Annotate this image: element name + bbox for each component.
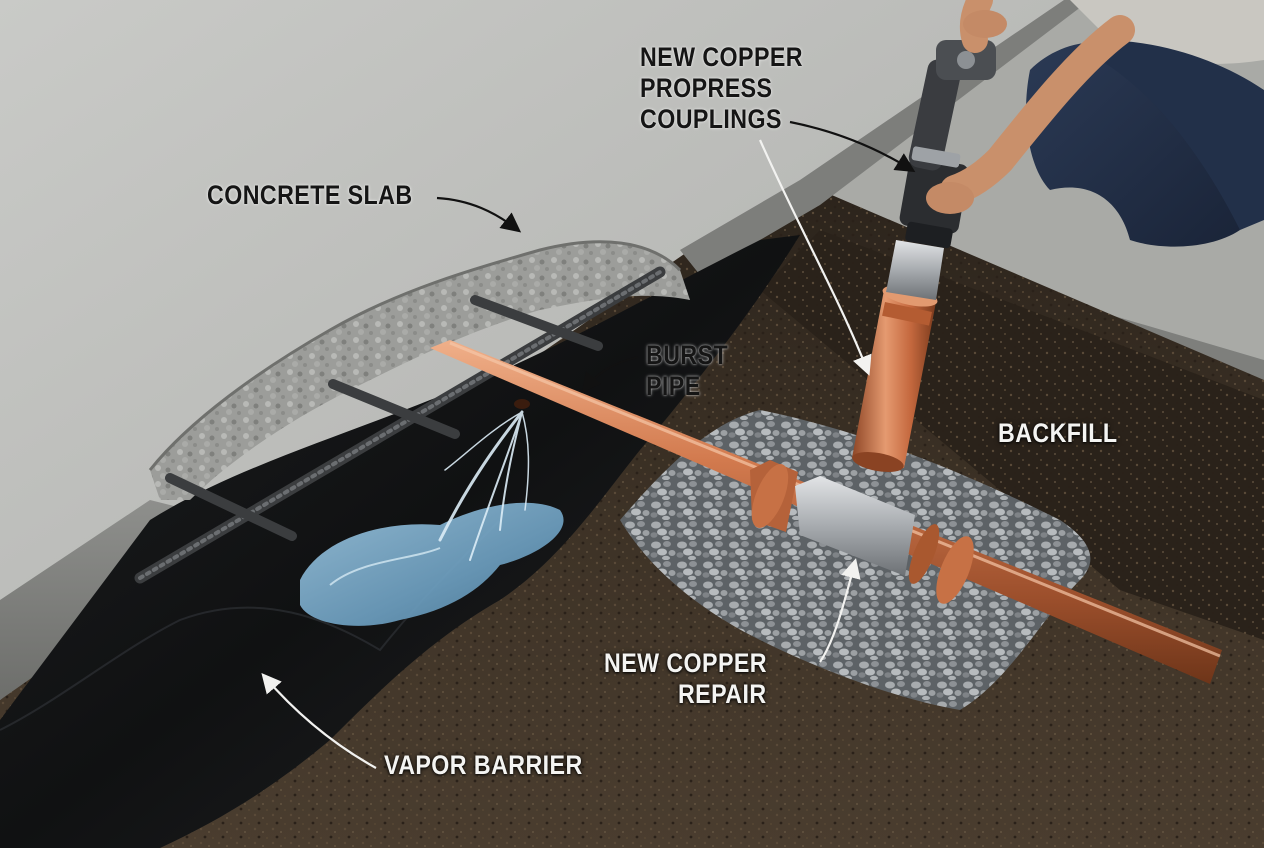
callout-leaders bbox=[261, 120, 916, 769]
label-new-repair: NEW COPPER REPAIR bbox=[604, 648, 767, 710]
repair-text-line1: NEW COPPER bbox=[604, 648, 767, 678]
repair-section bbox=[795, 476, 915, 576]
worker-icon bbox=[926, 0, 1264, 247]
concrete-slab-text: CONCRETE SLAB bbox=[207, 180, 413, 210]
couplings-text-line1: NEW COPPER bbox=[640, 42, 803, 72]
rebar-grid bbox=[134, 266, 666, 584]
burst-pipe-text-line2: PIPE bbox=[646, 371, 701, 401]
label-vapor-barrier: VAPOR BARRIER bbox=[384, 750, 583, 781]
backfill-text: BACKFILL bbox=[998, 418, 1118, 448]
label-new-couplings: NEW COPPER PROPRESS COUPLINGS bbox=[640, 42, 803, 135]
copper-pipe-line bbox=[430, 340, 1222, 684]
new-coupling-piece bbox=[852, 240, 944, 472]
water-puddle bbox=[300, 502, 564, 626]
vapor-barrier-text: VAPOR BARRIER bbox=[384, 750, 583, 780]
right-coupling bbox=[936, 536, 974, 604]
couplings-text-line3: COUPLINGS bbox=[640, 104, 782, 134]
label-backfill: BACKFILL bbox=[998, 418, 1118, 449]
label-burst-pipe: BURST PIPE bbox=[646, 340, 728, 402]
burst-pipe-text-line1: BURST bbox=[646, 340, 729, 370]
label-concrete-slab: CONCRETE SLAB bbox=[207, 180, 413, 211]
couplings-text-line2: PROPRESS bbox=[640, 73, 773, 103]
broken-concrete-edge bbox=[150, 241, 690, 500]
water-spray-icon bbox=[438, 410, 530, 561]
repair-text-line2: REPAIR bbox=[677, 679, 767, 709]
burst-split bbox=[514, 399, 530, 409]
